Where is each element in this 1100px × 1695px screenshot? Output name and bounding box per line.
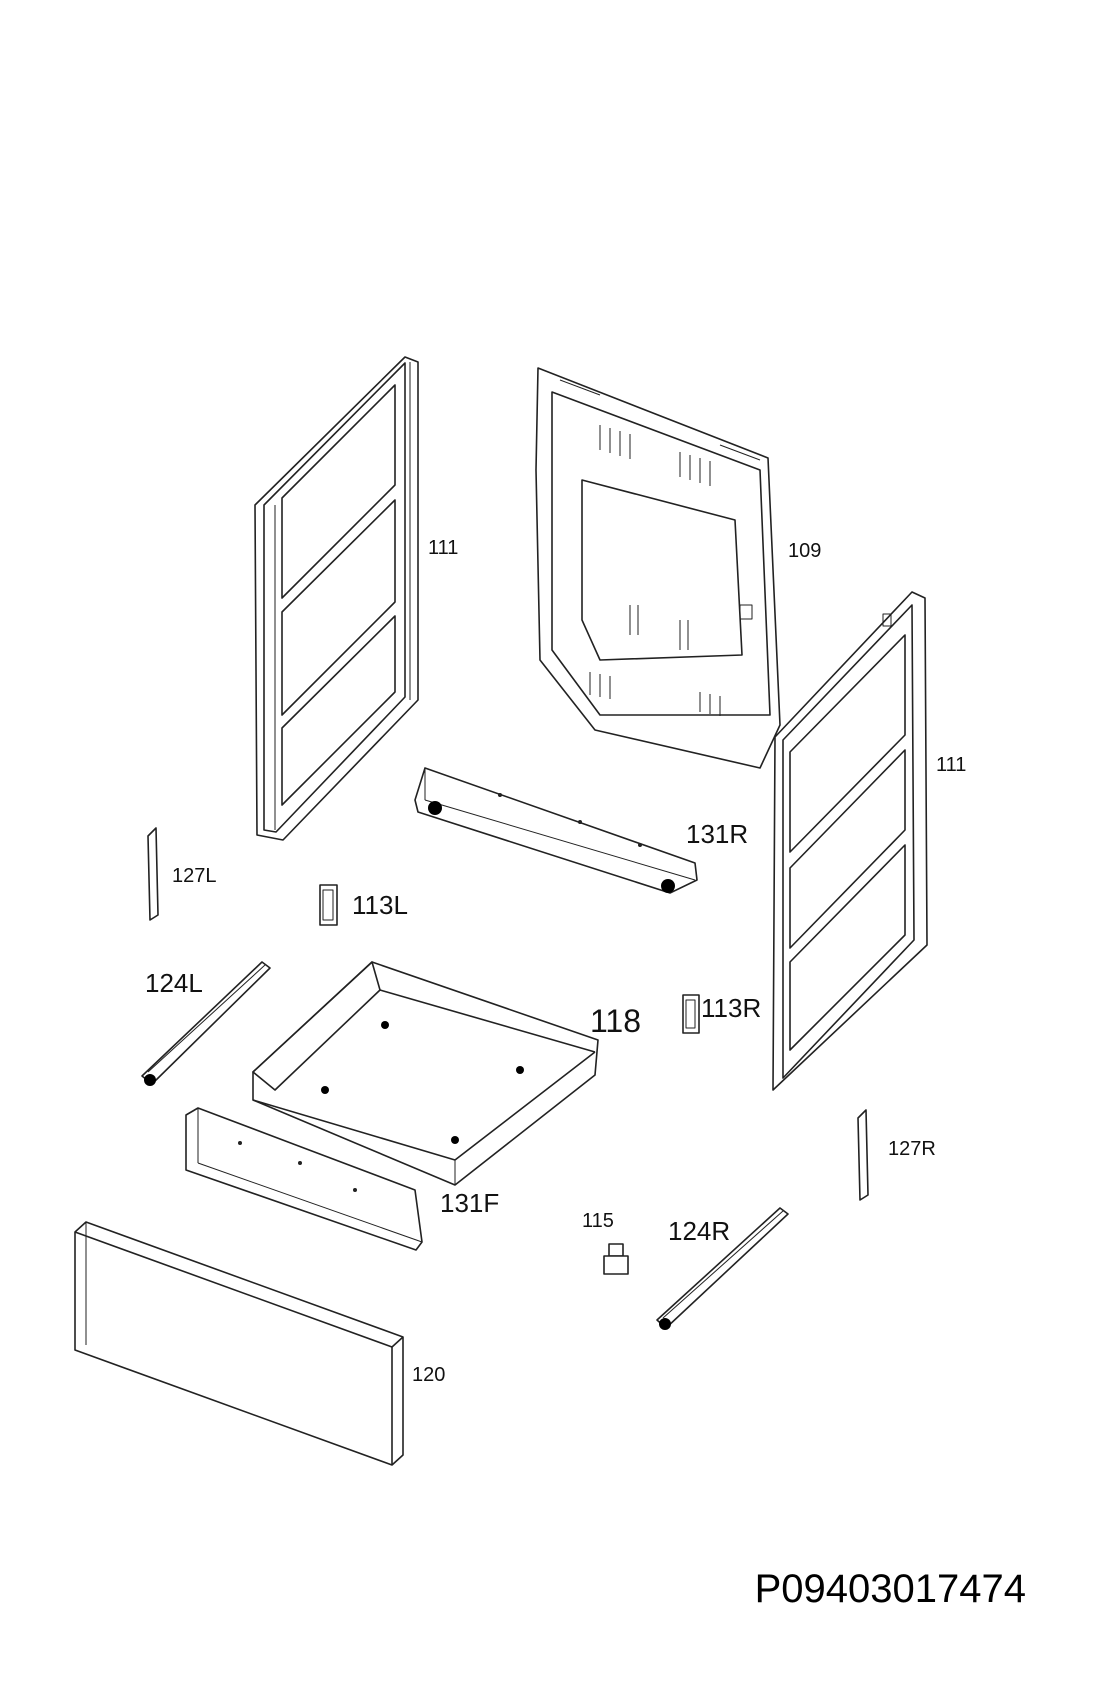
label-124l: 124L [145,968,203,998]
label-111-left: 111 [428,537,458,559]
label-120: 120 [412,1364,445,1386]
part-124l-runner [141,961,271,1086]
label-115: 115 [582,1210,614,1232]
label-111-right: 111 [936,754,966,776]
label-124r: 124R [668,1216,730,1246]
part-109-back-panel [535,367,781,769]
part-111-right-side-panel [772,591,928,1091]
part-113r-hinge [682,994,700,1034]
label-109: 109 [788,540,821,562]
label-127r: 127R [888,1138,936,1160]
part-118-drawer-tray [252,961,599,1186]
label-118: 118 [590,1003,641,1039]
label-131f: 131F [440,1188,499,1218]
label-127l: 127L [172,865,217,887]
part-127l-bracket [147,827,159,921]
part-131f-front-rail [185,1107,423,1251]
part-131r-rear-rail [414,767,698,894]
label-113r: 113R [701,993,761,1023]
back-panel-vent-slots [589,425,721,716]
label-131r: 131R [686,819,748,849]
part-127r-bracket [857,1109,869,1201]
part-111-left-side-panel [254,356,419,841]
part-113l-hinge [319,884,338,926]
part-115-foot [603,1243,629,1275]
part-120-drawer-front [74,1221,404,1466]
document-number: P09403017474 [754,1567,1026,1611]
label-113l: 113L [352,890,408,920]
part-124r-runner [656,1207,789,1330]
